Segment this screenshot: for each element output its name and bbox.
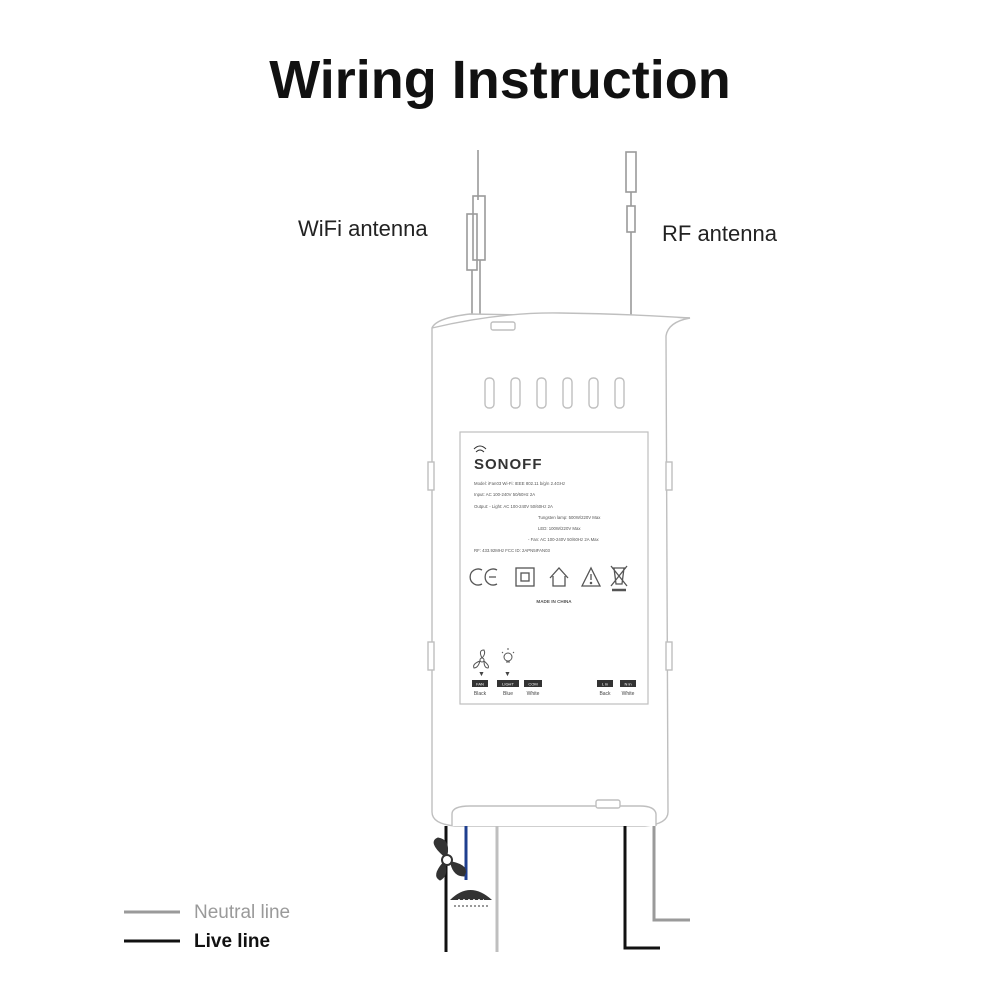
terminal-color: Back xyxy=(599,691,611,697)
wifi-antenna xyxy=(466,150,486,318)
arrow-down-icon: ▼ xyxy=(478,671,485,678)
page-title: Wiring Instruction xyxy=(269,50,730,110)
line-legend: Neutral line Live line xyxy=(124,902,290,952)
spec-line: - Fan: AC 100-240V 50/60Hz 2A Max xyxy=(528,537,600,542)
spec-line: RF: 433.92MHz FCC ID: 2APN5IFAN03 xyxy=(474,548,551,553)
class-ii-icon xyxy=(515,567,535,587)
ventilation-slots xyxy=(484,377,625,409)
wifi-brand-icon xyxy=(473,445,487,453)
terminal-color: Black xyxy=(474,691,487,697)
light-fixture-icon xyxy=(450,890,492,907)
spec-line: LED: 100W/220V Max xyxy=(538,526,581,531)
live-in-wire xyxy=(623,826,660,950)
terminal-code: FAN xyxy=(476,682,484,687)
spec-line: Input: AC 100-240V 50/60Hz 2A xyxy=(474,492,535,497)
terminal-code: COM xyxy=(528,682,537,687)
terminal-code: N in xyxy=(624,682,631,687)
terminal-code: LIGHT xyxy=(502,682,514,687)
weee-icon xyxy=(610,565,628,587)
spec-line: Tungsten lamp: 500W/220V Max xyxy=(538,515,601,520)
neutral-in-wire xyxy=(652,826,690,922)
terminal-code: L in xyxy=(602,682,608,687)
wifi-antenna-label: WiFi antenna xyxy=(298,216,428,241)
brand-logo: SONOFF xyxy=(474,456,543,473)
rf-antenna-label: RF antenna xyxy=(662,221,778,246)
terminal-color: White xyxy=(527,691,540,697)
terminal-blocks: FAN LIGHT COM L in N in Black Blue White… xyxy=(472,680,636,697)
output-wires xyxy=(444,826,690,952)
label-bulb-icon xyxy=(501,648,515,663)
terminal-color: White xyxy=(622,691,635,697)
indoor-use-icon xyxy=(549,567,569,587)
spec-line: Output: - Light: AC 100-240V 50/60Hz 2A xyxy=(474,504,553,509)
arrow-down-icon: ▼ xyxy=(504,671,511,678)
terminal-color: Blue xyxy=(503,691,513,697)
live-line-label: Live line xyxy=(194,931,270,952)
neutral-line-label: Neutral line xyxy=(194,902,290,923)
certification-marks xyxy=(469,565,628,592)
label-fan-icon xyxy=(473,649,489,669)
fan-icon xyxy=(433,837,466,881)
spec-line: Model: iFan03 Wi-Fi: IEEE 802.11 b/g/n 2… xyxy=(474,481,565,486)
ce-mark-icon xyxy=(469,568,483,586)
made-in-label: MADE IN CHINA xyxy=(536,599,572,604)
warning-icon xyxy=(580,566,602,587)
rf-antenna xyxy=(625,151,637,318)
